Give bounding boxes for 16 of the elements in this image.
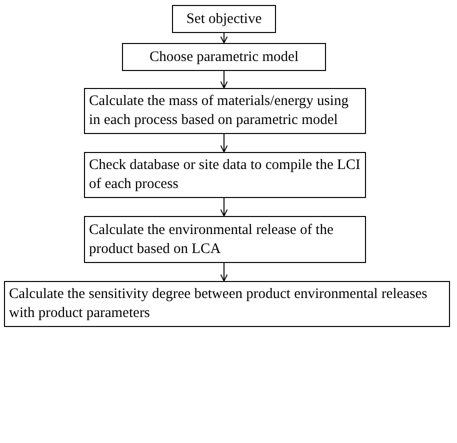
arrow xyxy=(220,198,228,216)
arrow xyxy=(220,32,228,44)
process-box xyxy=(84,88,366,134)
step-text: Choose parametric model xyxy=(148,48,300,66)
step-text: Check database or site data to compile the LCI of each process xyxy=(89,156,361,194)
arrow xyxy=(220,134,228,152)
step-text: Calculate the mass of materials/energy using in each process based on parametric model xyxy=(89,92,350,130)
process-box xyxy=(4,281,450,327)
process-box xyxy=(122,43,326,71)
step-text: Calculate the environmental release of the product based on LCA xyxy=(89,220,334,258)
arrow xyxy=(220,70,228,88)
step-text: Set objective xyxy=(185,10,263,28)
process-box xyxy=(172,5,276,33)
arrow xyxy=(220,262,228,282)
process-box xyxy=(84,216,366,263)
step-text: Calculate the sensitivity degree between product environmental releases with product parameters xyxy=(9,285,428,323)
